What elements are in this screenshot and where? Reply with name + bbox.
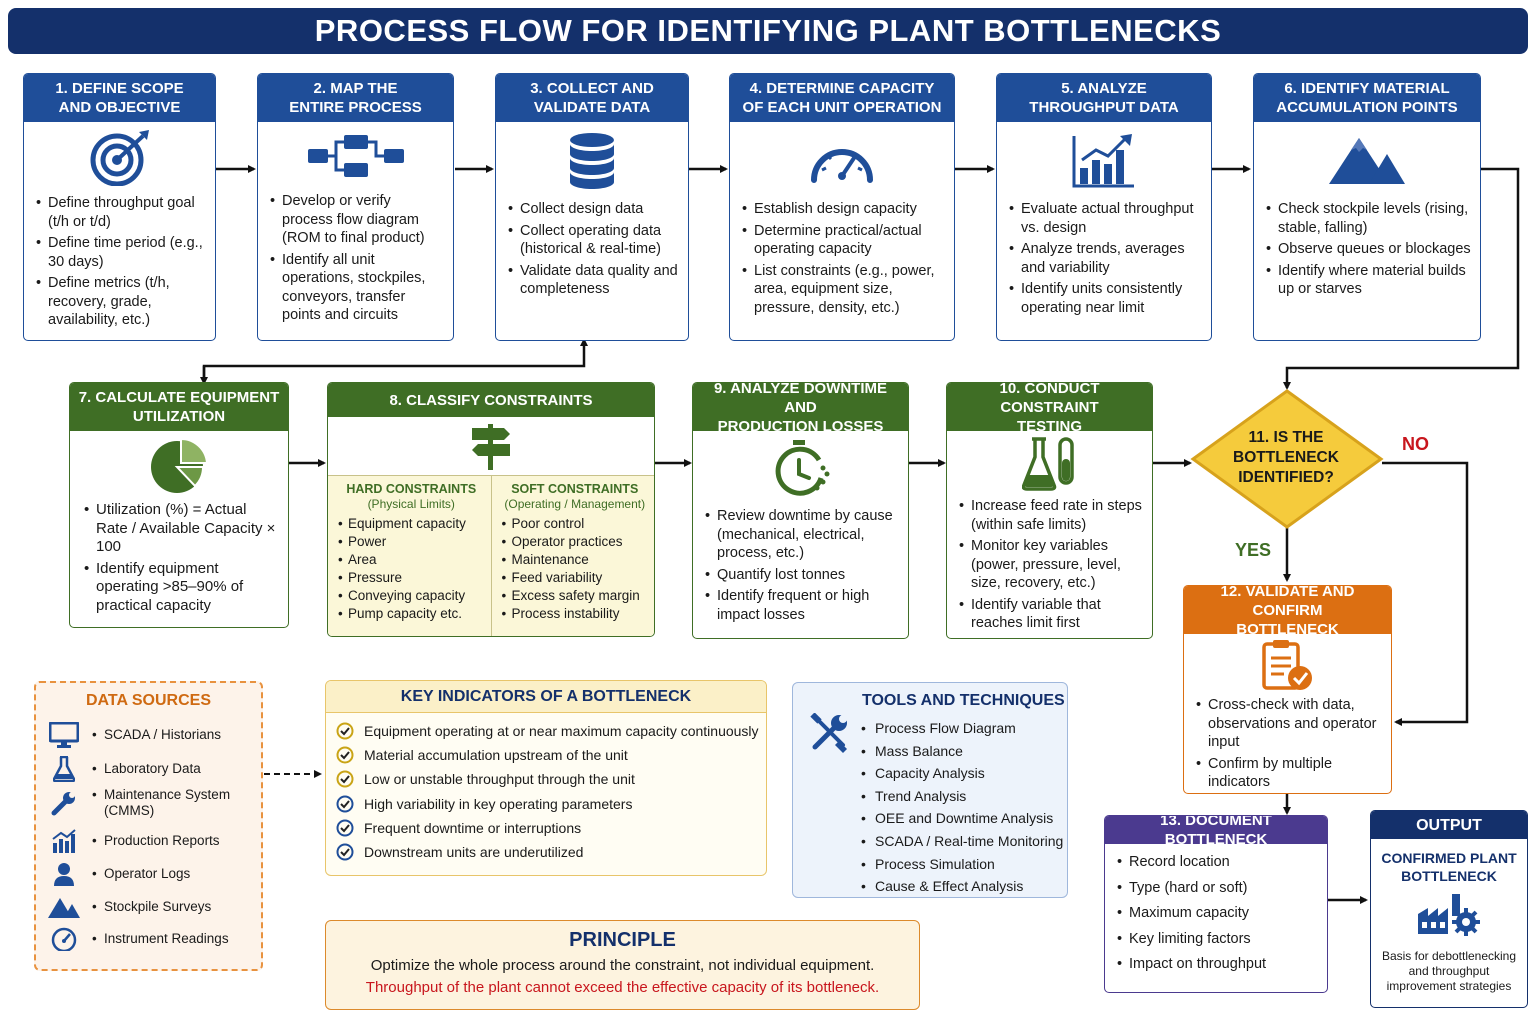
clipboard-check-icon — [1184, 634, 1391, 696]
target-icon — [24, 122, 215, 194]
data-source-item: Operator Logs — [46, 860, 190, 888]
step-6-list: Check stockpile levels (rising, stable, … — [1254, 200, 1480, 299]
mountain-icon — [1254, 122, 1480, 200]
data-source-item: Instrument Readings — [46, 925, 229, 953]
wrench-icon — [46, 789, 82, 817]
data-sources-panel: DATA SOURCES SCADA / Historians Laborato… — [34, 681, 263, 971]
gauge-icon — [730, 122, 954, 200]
data-source-item: Maintenance System (CMMS) — [46, 787, 232, 819]
lab-flask-icon — [947, 431, 1152, 497]
output-description: Basis for debottlenecking and throughput… — [1381, 949, 1517, 993]
step-8-classify-constraints: 8. CLASSIFY CONSTRAINTS HARD CONSTRAINTS… — [327, 382, 655, 637]
pie-chart-icon — [70, 431, 288, 501]
step-3-list: Collect design data Collect operating da… — [496, 200, 688, 299]
hard-constraints-column: HARD CONSTRAINTS (Physical Limits) Equip… — [328, 476, 491, 636]
decision-diamond — [1190, 389, 1384, 529]
step-1-list: Define throughput goal (t/h or t/d) Defi… — [24, 194, 215, 330]
soft-constraints-column: SOFT CONSTRAINTS (Operating / Management… — [490, 476, 655, 636]
principle-panel: PRINCIPLE Optimize the whole process aro… — [325, 920, 920, 1010]
data-source-item: Stockpile Surveys — [46, 893, 211, 921]
step-13-list: Record location Type (hard or soft) Maxi… — [1105, 853, 1327, 974]
key-indicators-panel: KEY INDICATORS OF A BOTTLENECK Equipment… — [325, 680, 767, 876]
check-circle-icon — [336, 770, 354, 788]
tools-title: TOOLS AND TECHNIQUES — [862, 692, 1065, 709]
check-circle-icon — [336, 819, 354, 837]
step-2-list: Develop or verify process flow diagram (… — [258, 192, 453, 325]
tools-techniques-panel: TOOLS AND TECHNIQUES Process Flow Diagra… — [792, 682, 1068, 898]
principle-statement: Optimize the whole process around the co… — [370, 957, 875, 974]
signpost-icon — [328, 417, 654, 475]
step-10-list: Increase feed rate in steps (within safe… — [947, 497, 1152, 633]
data-source-item: Laboratory Data — [46, 755, 201, 783]
principle-title: PRINCIPLE — [569, 929, 676, 951]
key-indicators-title: KEY INDICATORS OF A BOTTLENECK — [326, 681, 766, 713]
check-circle-icon — [336, 795, 354, 813]
check-circle-icon — [336, 843, 354, 861]
indicator-item: Low or unstable throughput through the u… — [326, 767, 766, 791]
step-7-list: Utilization (%) = Actual Rate / Availabl… — [70, 501, 288, 615]
constraint-types-table: HARD CONSTRAINTS (Physical Limits) Equip… — [328, 475, 655, 636]
flow-diagram-icon — [258, 122, 453, 192]
page-title-bar: PROCESS FLOW FOR IDENTIFYING PLANT BOTTL… — [8, 8, 1528, 54]
indicator-item: Frequent downtime or interruptions — [326, 816, 766, 840]
tools-icon — [810, 713, 847, 753]
database-icon — [496, 122, 688, 200]
check-circle-icon — [336, 722, 354, 740]
decision-no-label: NO — [1402, 434, 1429, 454]
step-4-list: Establish design capacity Determine prac… — [730, 200, 954, 317]
decision-question: 11. IS THE BOTTLENECK IDENTIFIED? — [1233, 429, 1339, 486]
step-5-list: Evaluate actual throughput vs. design An… — [997, 200, 1211, 317]
step-13-document-bottleneck: 13. DOCUMENT BOTTLENECK Record location … — [1104, 815, 1328, 993]
indicator-item: Equipment operating at or near maximum c… — [326, 719, 766, 743]
step-12-list: Cross-check with data, observations and … — [1184, 696, 1391, 792]
person-icon — [46, 860, 82, 888]
data-source-item: Production Reports — [46, 827, 220, 855]
indicator-item: High variability in key operating parame… — [326, 792, 766, 816]
flask-icon — [46, 755, 82, 783]
check-circle-icon — [336, 746, 354, 764]
data-sources-title: DATA SOURCES — [85, 692, 212, 709]
bar-chart-icon — [997, 122, 1211, 200]
stopwatch-icon — [693, 431, 908, 507]
indicator-item: Material accumulation upstream of the un… — [326, 743, 766, 767]
step-9-list: Review downtime by cause (mechanical, el… — [693, 507, 908, 624]
data-source-item: SCADA / Historians — [46, 721, 221, 749]
report-chart-icon — [46, 827, 82, 855]
monitor-icon — [46, 721, 82, 749]
stockpile-icon — [46, 893, 82, 921]
tools-list: Process Flow Diagram Mass Balance Capaci… — [861, 717, 1063, 898]
page-title: PROCESS FLOW FOR IDENTIFYING PLANT BOTTL… — [314, 13, 1222, 48]
factory-gear-icon — [1371, 885, 1527, 943]
principle-highlight: Throughput of the plant cannot exceed th… — [365, 979, 880, 996]
indicator-item: Downstream units are underutilized — [326, 840, 766, 864]
decision-yes-label: YES — [1235, 540, 1272, 560]
gauge-icon — [46, 925, 82, 953]
